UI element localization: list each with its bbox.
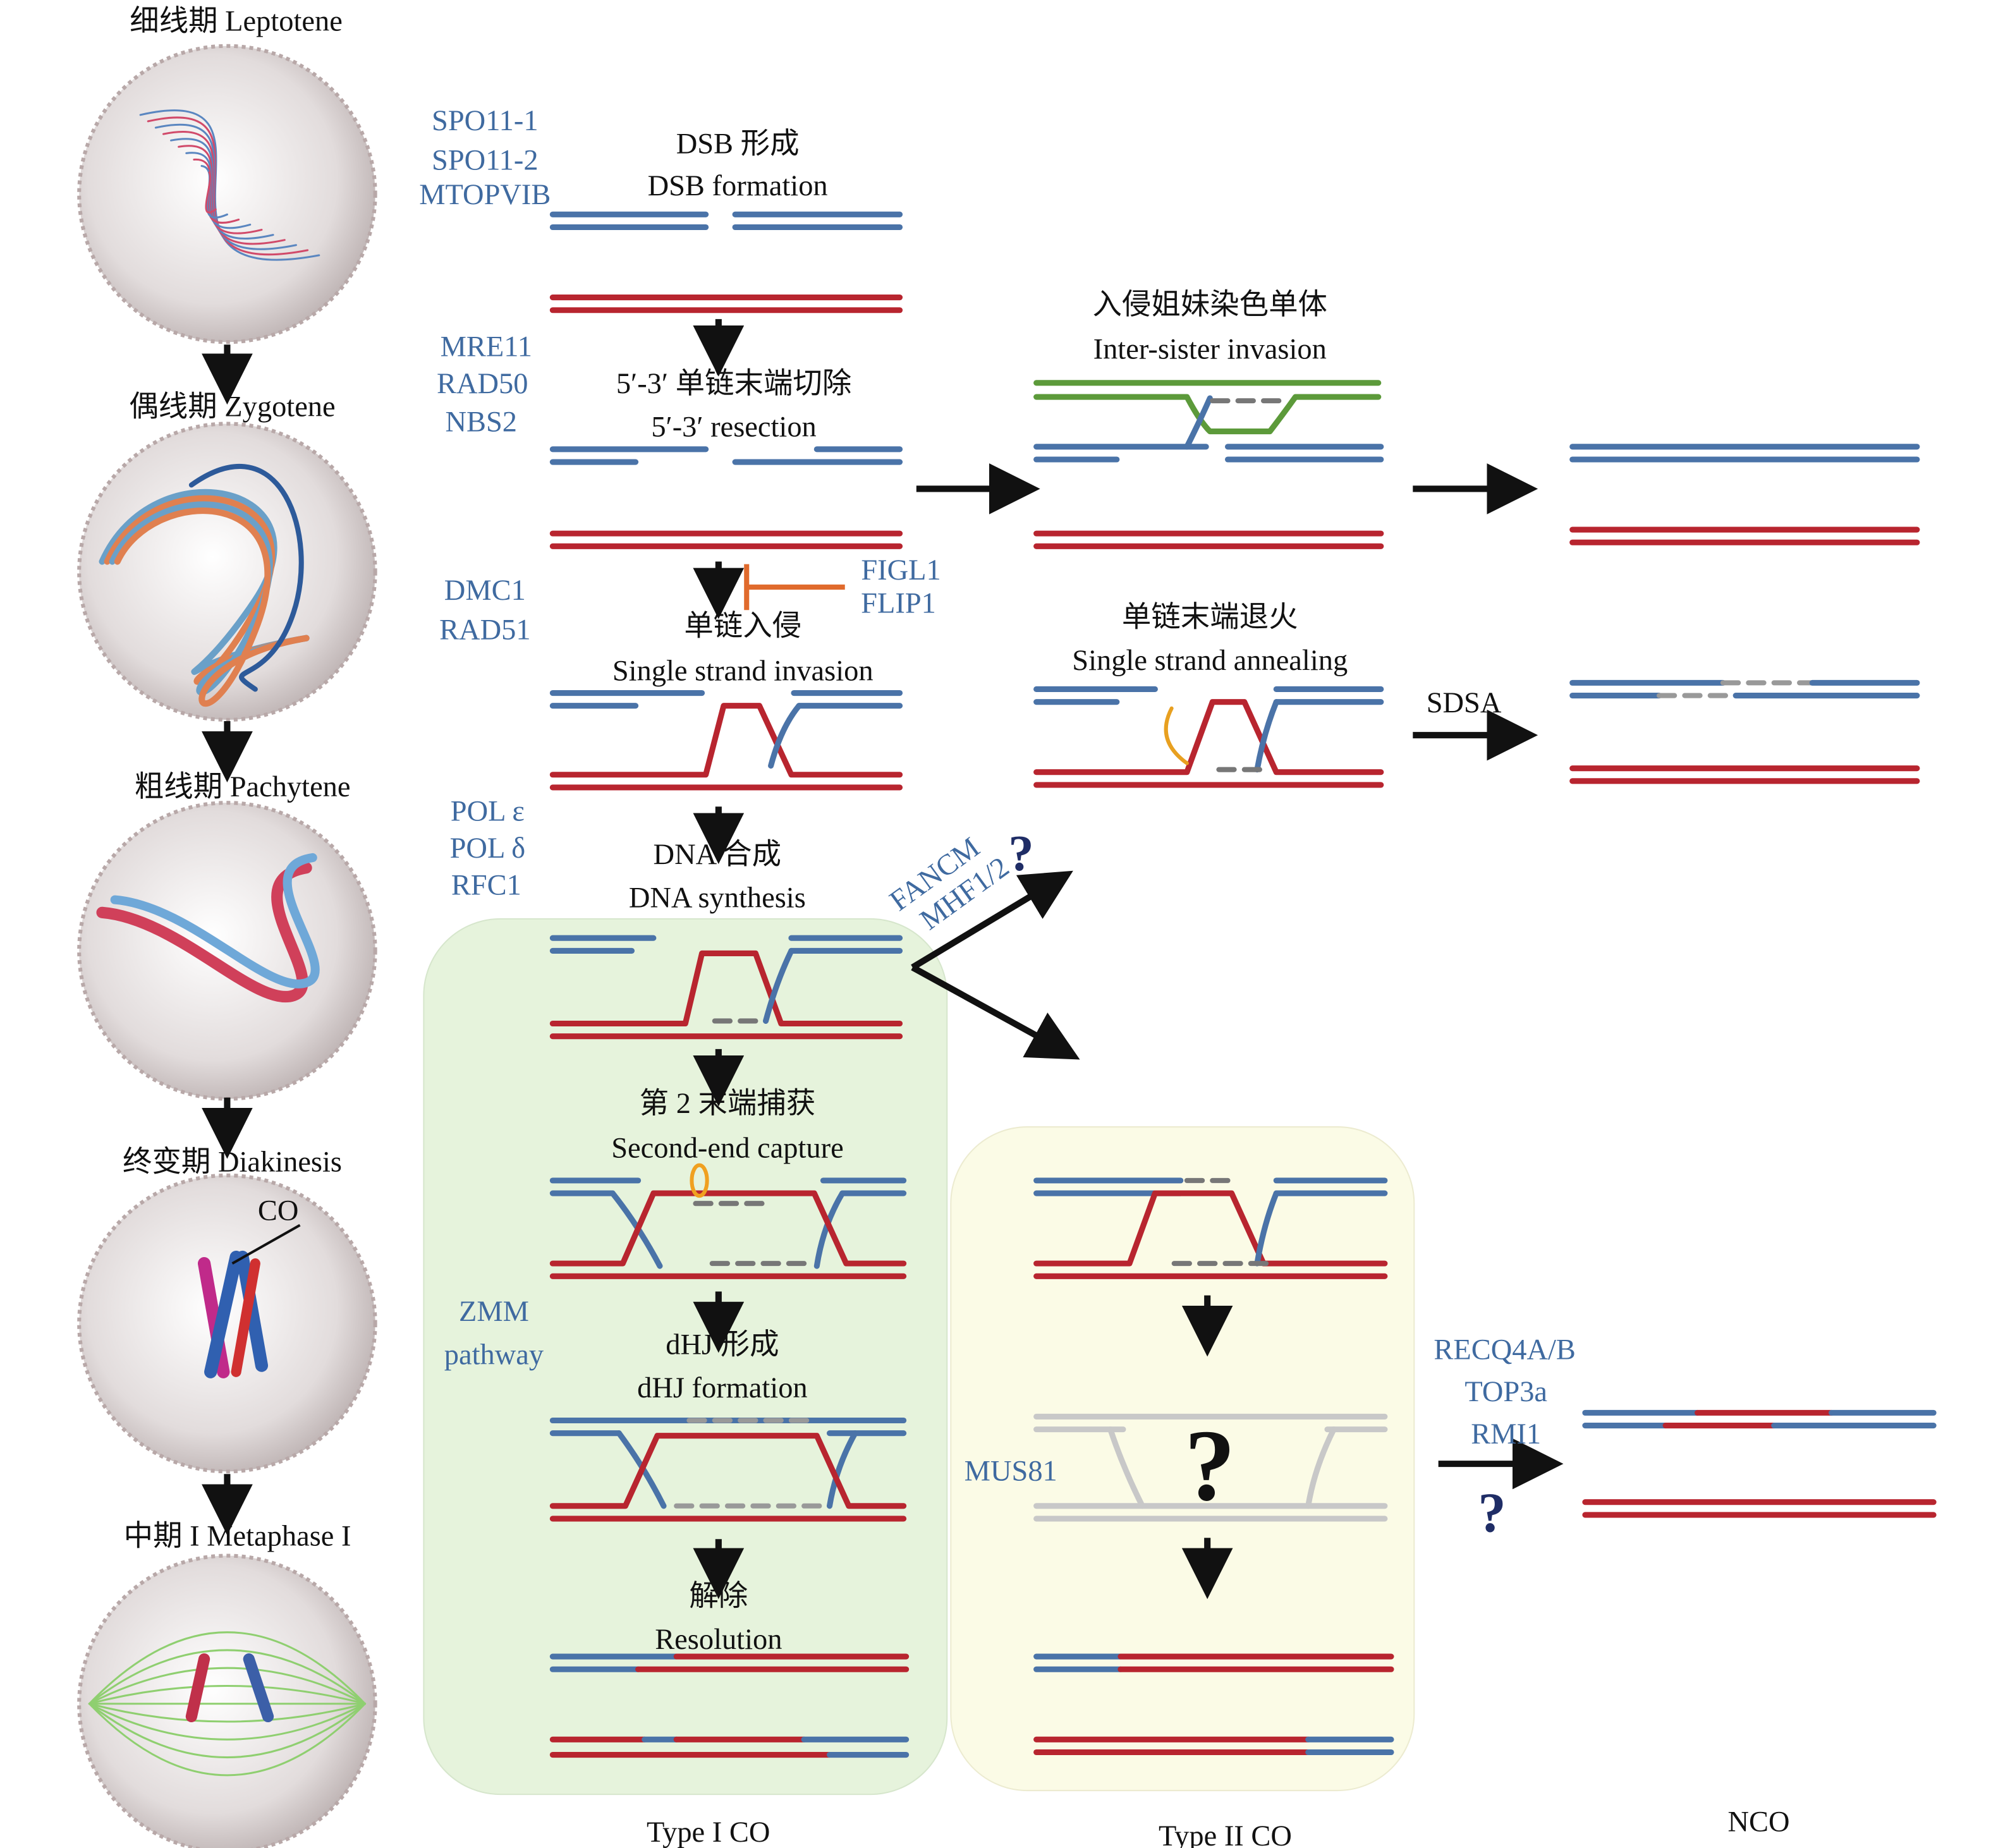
dna-strand: [813, 1190, 846, 1269]
loop-icon: [690, 1163, 709, 1198]
step-invasion-en: Single strand invasion: [612, 655, 874, 687]
chromosome-thread: [104, 495, 310, 685]
step-annealing-en: Single strand annealing: [1072, 645, 1348, 677]
step-intersister-cn: 入侵姐妹染色单体: [1092, 289, 1327, 321]
dna-strand: [768, 703, 802, 769]
zmm-pathway-panel: [423, 918, 948, 1796]
chromosome-thread: [114, 508, 310, 707]
protein-pol-delta: POL δ: [450, 832, 526, 865]
chromosome-thread: [109, 501, 310, 696]
chromosome-thread: [188, 464, 304, 692]
stage-label-leptotene: 细线期 Leptotene: [130, 6, 343, 38]
chromosome-thread: [204, 1250, 243, 1378]
stage-label-metaphase: 中期 I Metaphase I: [124, 1520, 351, 1552]
chromosome-thread: [231, 1258, 260, 1377]
spindle-fiber: [88, 1667, 367, 1705]
co-pointer-line: [231, 1224, 301, 1265]
step-dsb-en: DSB formation: [648, 170, 828, 202]
cell-metaphase-image: [77, 1553, 377, 1848]
protein-mre11: MRE11: [441, 331, 532, 363]
column-type1-co: Type I CO: [647, 1816, 770, 1848]
protein-figl1: FIGL1: [861, 554, 941, 587]
chromosome-thread: [96, 862, 312, 1003]
dna-strand: [762, 947, 795, 1024]
protein-nbs2: NBS2: [445, 406, 517, 439]
step-resection-cn: 5′-3′ 单链末端切除: [616, 367, 851, 400]
arrow-icon: [911, 870, 1073, 970]
stage-label-diakinesis: 终变期 Diakinesis: [123, 1146, 342, 1179]
spindle-fiber: [88, 1703, 367, 1741]
protein-zmm: ZMM: [459, 1296, 529, 1328]
dna-strand: [1184, 395, 1213, 450]
column-nco: NCO: [1727, 1806, 1789, 1839]
step-annealing-cn: 单链末端退火: [1122, 602, 1298, 634]
dna-strand: [1033, 394, 1382, 435]
step-synthesis-cn: DNA 合成: [654, 839, 782, 871]
spindle-fiber: [88, 1703, 367, 1758]
protein-rad50: RAD50: [437, 368, 528, 400]
step-dhj-cn: dHJ 形成: [666, 1328, 779, 1361]
spindle-fiber: [88, 1703, 367, 1777]
protein-mtopvib: MTOPVIB: [419, 179, 551, 211]
chromosome-thread: [243, 1653, 274, 1723]
dna-strand: [1305, 1426, 1337, 1509]
step-dsb-cn: DSB 形成: [676, 128, 800, 160]
dna-strand: [1033, 699, 1384, 775]
protein-spo11-1: SPO11-1: [432, 105, 539, 137]
type2-co-panel: [950, 1126, 1415, 1792]
step-resolution-cn: 解除: [689, 1579, 748, 1612]
cell-leptotene-image: [77, 44, 377, 344]
protein-mus81: MUS81: [965, 1455, 1057, 1487]
chromosome-thread: [236, 1250, 269, 1372]
protein-pol-epsilon: POL ε: [451, 795, 525, 827]
step-dhj-en: dHJ formation: [637, 1372, 808, 1404]
dna-strand: [549, 950, 903, 1027]
chromosome-thread: [205, 171, 217, 214]
step-synthesis-en: DNA synthesis: [629, 882, 806, 915]
cell-zygotene-image: [77, 422, 377, 722]
protein-recq4a-b: RECQ4A/B: [1434, 1334, 1575, 1366]
step-invasion-cn: 单链入侵: [684, 611, 801, 643]
dna-strand: [549, 1433, 907, 1509]
protein-pathway: pathway: [444, 1339, 544, 1371]
spindle-fiber: [88, 1649, 367, 1705]
dna-strand: [826, 1430, 858, 1509]
protein-flip1: FLIP1: [861, 587, 936, 619]
protein-rfc1: RFC1: [451, 870, 521, 902]
dna-strand: [1107, 1426, 1145, 1509]
chromosome-thread: [99, 489, 310, 675]
protein-rmi1: RMI1: [1471, 1418, 1541, 1450]
fancm-question-mark: ?: [1008, 825, 1033, 882]
dna-strand: [1254, 1190, 1279, 1267]
step-resolution-en: Resolution: [655, 1624, 782, 1656]
spindle-fiber: [88, 1631, 367, 1705]
chromosome-thread: [185, 1653, 210, 1723]
step-capture-en: Second-end capture: [611, 1133, 843, 1165]
dna-strand: [1033, 1190, 1388, 1267]
sdsa-label: SDSA: [1427, 687, 1502, 719]
dna-strand: [1254, 699, 1279, 773]
dna-strand: [549, 703, 903, 778]
arrow-icon: [911, 964, 1080, 1060]
stage-label-pachytene: 粗线期 Pachytene: [135, 771, 351, 803]
protein-spo11-2: SPO11-2: [432, 145, 539, 177]
annealing-arrow-icon: [1164, 706, 1189, 765]
chromosome-thread: [110, 853, 320, 988]
spindle-fiber: [88, 1684, 367, 1705]
dna-strand: [549, 1190, 907, 1267]
protein-dmc1: DMC1: [444, 574, 526, 607]
spindle-fiber: [88, 1703, 367, 1723]
column-type2-co: Type II CO: [1159, 1820, 1292, 1848]
stage-label-zygotene: 偶线期 Zygotene: [129, 391, 335, 423]
protein-top3a: TOP3a: [1464, 1376, 1547, 1408]
co-label: CO: [258, 1195, 299, 1227]
step-intersister-en: Inter-sister invasion: [1093, 333, 1327, 365]
step-resection-en: 5′-3′ resection: [651, 411, 816, 444]
step-capture-cn: 第 2 末端捕获: [640, 1088, 816, 1120]
recq-question-mark: ?: [1478, 1482, 1506, 1544]
protein-rad51: RAD51: [439, 614, 530, 647]
type2-question-mark: ?: [1184, 1409, 1236, 1522]
